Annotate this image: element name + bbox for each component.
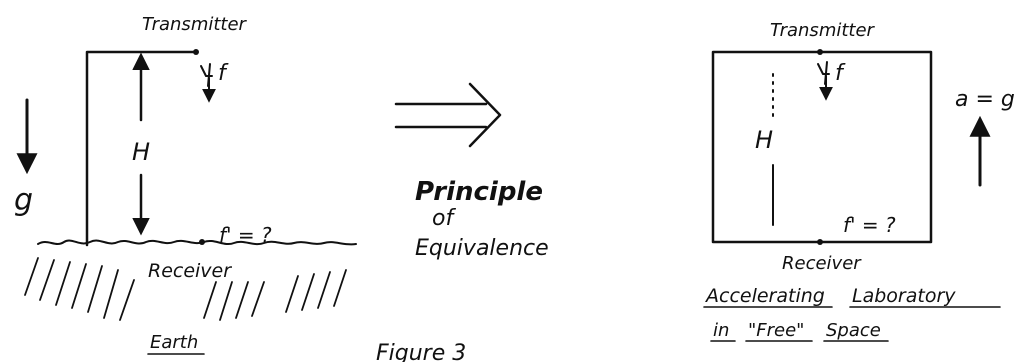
earth-surface	[37, 239, 357, 246]
lab-receiver-dot	[817, 239, 823, 245]
lab-caption-word4: "Free"	[748, 320, 804, 341]
implies-arrow-icon	[394, 82, 502, 148]
left-gravity-label: g	[14, 183, 33, 218]
left-transmitter-label: Transmitter	[142, 14, 248, 35]
right-received-frequency-label: f' = ?	[843, 213, 896, 237]
laboratory-scene: Transmitter H f f' = ? a = g Receiver Ac…	[703, 20, 1015, 342]
right-transmitter-label: Transmitter	[770, 20, 876, 41]
left-frequency-label: f	[218, 61, 229, 86]
principle-line1: Principle	[415, 177, 543, 207]
lab-caption-word2: Laboratory	[852, 285, 956, 307]
left-receiver-label: Receiver	[148, 260, 232, 282]
left-height-label: H	[132, 138, 150, 166]
transmitter-dot	[193, 49, 199, 55]
equivalence-transition: Principle of Equivalence	[394, 82, 549, 261]
lab-caption-word3: in	[713, 320, 729, 341]
right-frequency-label: f	[835, 61, 846, 86]
principle-line2: of	[432, 206, 456, 231]
lab-caption-word1: Accelerating	[704, 285, 825, 307]
principle-line3: Equivalence	[415, 236, 549, 261]
earth-scene: Transmitter H f g f' = ? Receiver	[14, 14, 357, 355]
right-height-label: H	[755, 126, 773, 154]
lab-transmitter-dot	[817, 49, 823, 55]
wave-symbol-icon	[200, 63, 213, 87]
laboratory-box	[711, 50, 933, 244]
lab-caption-word5: Space	[826, 320, 881, 341]
transmitter-tower	[85, 50, 198, 247]
lab-wave-symbol-icon	[817, 61, 830, 85]
figure-caption: Figure 3	[376, 341, 466, 362]
ground-hatching	[24, 257, 347, 321]
right-receiver-label: Receiver	[782, 253, 862, 274]
receiver-dot	[199, 239, 205, 245]
ground-label: Earth	[150, 332, 198, 353]
acceleration-label: a = g	[955, 87, 1015, 112]
